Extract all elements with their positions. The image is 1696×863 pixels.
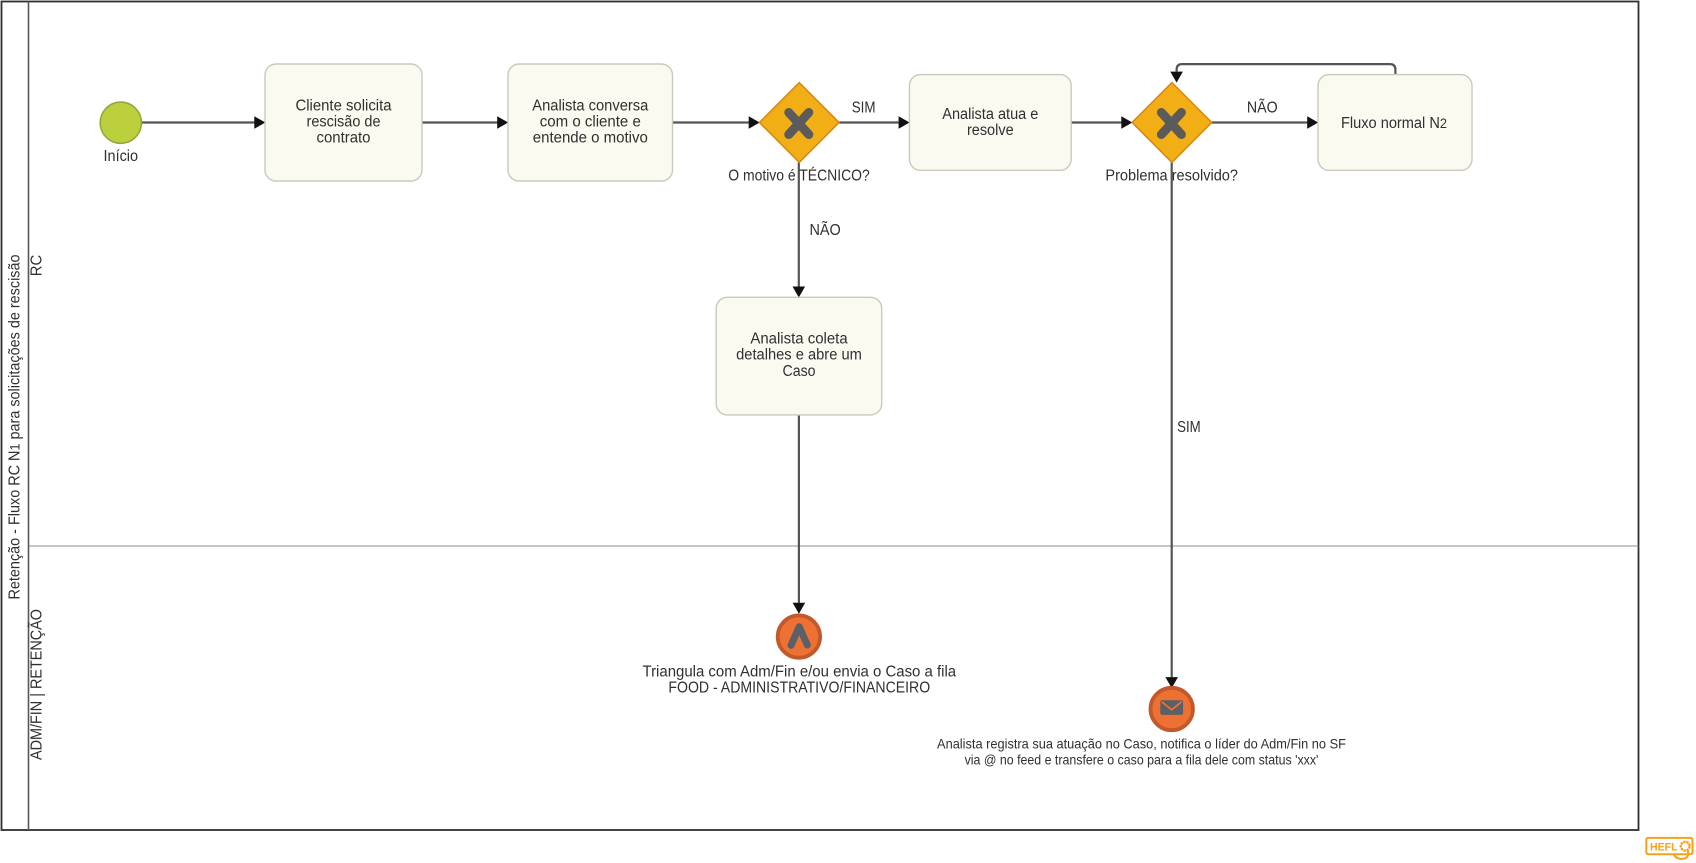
svg-text:resolve: resolve: [967, 122, 1014, 139]
svg-text:Analista conversa: Analista conversa: [532, 98, 648, 115]
svg-text:RC: RC: [28, 255, 45, 277]
svg-text:via @ no feed e transfere o ca: via @ no feed e transfere o caso para a …: [965, 753, 1319, 768]
svg-text:Analista atua e: Analista atua e: [942, 106, 1038, 123]
svg-text:SIM: SIM: [852, 99, 876, 116]
svg-text:detalhes e abre um: detalhes e abre um: [736, 347, 862, 364]
svg-text:NÃO: NÃO: [1247, 99, 1278, 116]
svg-text:FOOD - ADMINISTRATIVO/FINANCEI: FOOD - ADMINISTRATIVO/FINANCEIRO: [668, 680, 930, 697]
svg-text:SIM: SIM: [1177, 419, 1201, 436]
svg-text:com o cliente e: com o cliente e: [540, 114, 641, 131]
svg-text:Retenção - Fluxo RC N1 para so: Retenção - Fluxo RC N1 para solicitações…: [6, 254, 23, 599]
svg-text:Problema resolvido?: Problema resolvido?: [1105, 167, 1238, 184]
svg-text:entende o motivo: entende o motivo: [533, 130, 648, 147]
svg-text:Analista registra sua atuação: Analista registra sua atuação no Caso, n…: [937, 736, 1346, 751]
svg-text:Cliente solicita: Cliente solicita: [296, 98, 392, 115]
svg-text:Fluxo normal N2: Fluxo normal N2: [1341, 115, 1447, 132]
svg-text:Início: Início: [104, 148, 139, 165]
svg-text:HEFL: HEFL: [1650, 841, 1678, 853]
svg-text:Triangula com Adm/Fin e/ou env: Triangula com Adm/Fin e/ou envia o Caso …: [643, 664, 957, 681]
svg-text:ADM/FIN | RETENÇÃO: ADM/FIN | RETENÇÃO: [28, 609, 45, 760]
svg-text:O motivo é TÉCNICO?: O motivo é TÉCNICO?: [728, 167, 870, 184]
svg-text:Analista coleta: Analista coleta: [750, 331, 848, 348]
svg-text:NÃO: NÃO: [809, 222, 840, 239]
svg-text:Caso: Caso: [783, 363, 816, 380]
svg-text:rescisão de: rescisão de: [307, 114, 381, 131]
svg-text:contrato: contrato: [317, 130, 371, 147]
